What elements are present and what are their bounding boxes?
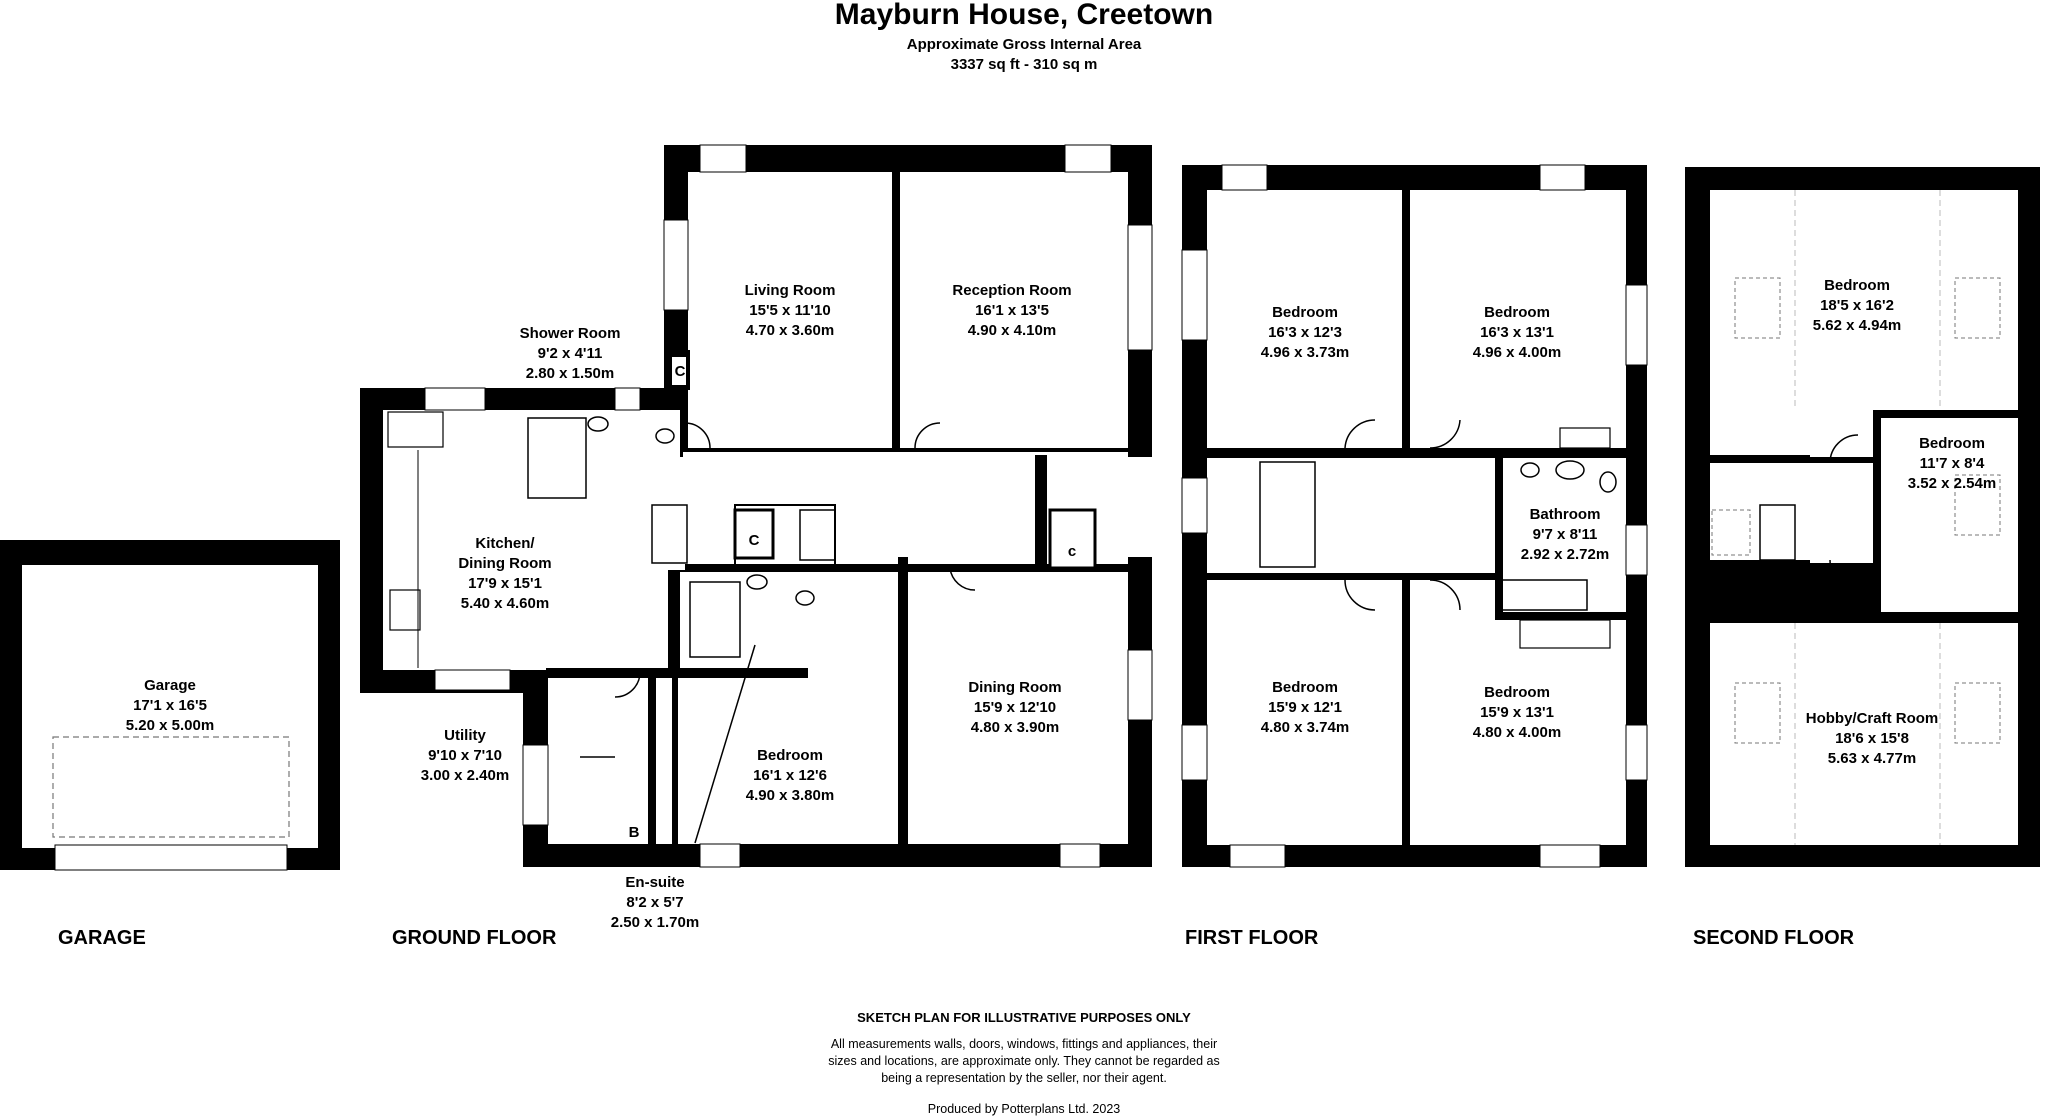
cupboard-marker: C bbox=[749, 532, 760, 549]
room-label-dining-room: Dining Room 15'9 x 12'10 4.80 x 3.90m bbox=[968, 679, 1061, 736]
room-label-ff-bedroom-4: Bedroom 15'9 x 13'1 4.80 x 4.00m bbox=[1473, 684, 1561, 741]
svg-text:Bedroom: Bedroom bbox=[1824, 277, 1890, 294]
svg-text:Living Room: Living Room bbox=[745, 282, 836, 299]
plan-title: Mayburn House, Creetown bbox=[834, 0, 1214, 31]
first-floor-plan bbox=[1181, 164, 1648, 868]
svg-text:5.62 x 4.94m: 5.62 x 4.94m bbox=[1813, 317, 1901, 334]
svg-text:2.92 x 2.72m: 2.92 x 2.72m bbox=[1521, 546, 1609, 563]
svg-text:11'7 x 8'4: 11'7 x 8'4 bbox=[1920, 455, 1985, 472]
svg-text:Bedroom: Bedroom bbox=[1484, 684, 1550, 701]
cupboard-marker: C bbox=[675, 363, 686, 380]
svg-text:Kitchen/: Kitchen/ bbox=[475, 535, 535, 552]
svg-text:15'9 x 13'1: 15'9 x 13'1 bbox=[1480, 704, 1554, 721]
svg-text:4.80 x 4.00m: 4.80 x 4.00m bbox=[1473, 724, 1561, 741]
room-label-shower-room: Shower Room 9'2 x 4'11 2.80 x 1.50m bbox=[520, 325, 621, 382]
disclaimer-title: SKETCH PLAN FOR ILLUSTRATIVE PURPOSES ON… bbox=[857, 1010, 1191, 1025]
producer-credit: Produced by Potterplans Ltd. 2023 bbox=[927, 1102, 1121, 1116]
room-label-sf-bedroom-2: Bedroom 11'7 x 8'4 3.52 x 2.54m bbox=[1908, 435, 1996, 492]
room-label-reception-room: Reception Room 16'1 x 13'5 4.90 x 4.10m bbox=[952, 282, 1071, 339]
room-label-living-room: Living Room 15'5 x 11'10 4.70 x 3.60m bbox=[745, 282, 836, 339]
floor-caption-second: SECOND FLOOR bbox=[1693, 927, 1855, 949]
room-label-ff-bedroom-1: Bedroom 16'3 x 12'3 4.96 x 3.73m bbox=[1261, 304, 1349, 361]
svg-text:9'7 x 8'11: 9'7 x 8'11 bbox=[1533, 526, 1598, 543]
svg-text:5.20 x 5.00m: 5.20 x 5.00m bbox=[126, 717, 214, 734]
svg-text:15'5 x 11'10: 15'5 x 11'10 bbox=[749, 302, 830, 319]
room-label-hobby-craft-room: Hobby/Craft Room 18'6 x 15'8 5.63 x 4.77… bbox=[1806, 710, 1939, 767]
disclaimer-line: All measurements walls, doors, windows, … bbox=[830, 1037, 1218, 1051]
second-floor-plan bbox=[1685, 167, 2040, 867]
svg-text:15'9 x 12'10: 15'9 x 12'10 bbox=[974, 699, 1056, 716]
svg-text:3.52 x 2.54m: 3.52 x 2.54m bbox=[1908, 475, 1996, 492]
room-label-gf-bedroom: Bedroom 16'1 x 12'6 4.90 x 3.80m bbox=[746, 747, 834, 804]
svg-text:16'1 x 12'6: 16'1 x 12'6 bbox=[753, 767, 827, 784]
svg-text:4.90 x 4.10m: 4.90 x 4.10m bbox=[968, 322, 1056, 339]
disclaimer-line: being a representation by the seller, no… bbox=[881, 1071, 1167, 1085]
svg-text:16'3 x 13'1: 16'3 x 13'1 bbox=[1480, 324, 1554, 341]
plan-subtitle: Approximate Gross Internal Area bbox=[906, 36, 1142, 53]
svg-text:Hobby/Craft Room: Hobby/Craft Room bbox=[1806, 710, 1939, 727]
disclaimer-line: sizes and locations, are approximate onl… bbox=[828, 1054, 1220, 1068]
svg-text:Bedroom: Bedroom bbox=[1272, 679, 1338, 696]
room-label-ensuite: En-suite 8'2 x 5'7 2.50 x 1.70m bbox=[611, 874, 699, 931]
gross-area: 3337 sq ft - 310 sq m bbox=[950, 56, 1098, 73]
room-label-bathroom: Bathroom 9'7 x 8'11 2.92 x 2.72m bbox=[1521, 506, 1609, 563]
svg-text:Bathroom: Bathroom bbox=[1530, 506, 1601, 523]
svg-text:Shower Room: Shower Room bbox=[520, 325, 621, 342]
svg-text:4.80 x 3.74m: 4.80 x 3.74m bbox=[1261, 719, 1349, 736]
floor-caption-ground: GROUND FLOOR bbox=[392, 927, 557, 949]
svg-text:4.70 x 3.60m: 4.70 x 3.60m bbox=[746, 322, 834, 339]
disclaimer-text: All measurements walls, doors, windows, … bbox=[0, 1036, 2048, 1087]
floor-caption-garage: GARAGE bbox=[58, 927, 146, 949]
svg-text:4.90 x 3.80m: 4.90 x 3.80m bbox=[746, 787, 834, 804]
svg-text:Bedroom: Bedroom bbox=[1272, 304, 1338, 321]
svg-text:18'5 x 16'2: 18'5 x 16'2 bbox=[1820, 297, 1894, 314]
svg-text:4.80 x 3.90m: 4.80 x 3.90m bbox=[971, 719, 1059, 736]
svg-text:4.96 x 4.00m: 4.96 x 4.00m bbox=[1473, 344, 1561, 361]
floor-caption-first: FIRST FLOOR bbox=[1185, 927, 1319, 949]
svg-text:3.00 x 2.40m: 3.00 x 2.40m bbox=[421, 767, 509, 784]
room-label-sf-bedroom-1: Bedroom 18'5 x 16'2 5.62 x 4.94m bbox=[1813, 277, 1901, 334]
svg-text:2.50 x 1.70m: 2.50 x 1.70m bbox=[611, 914, 699, 931]
svg-text:Dining Room: Dining Room bbox=[458, 555, 551, 572]
room-label-garage: Garage 17'1 x 16'5 5.20 x 5.00m bbox=[126, 677, 214, 734]
svg-text:16'3 x 12'3: 16'3 x 12'3 bbox=[1268, 324, 1342, 341]
svg-text:Utility: Utility bbox=[444, 727, 486, 744]
svg-text:Dining Room: Dining Room bbox=[968, 679, 1061, 696]
boiler-marker: B bbox=[629, 824, 640, 841]
svg-text:17'1 x 16'5: 17'1 x 16'5 bbox=[133, 697, 207, 714]
svg-text:Garage: Garage bbox=[144, 677, 196, 694]
room-label-ff-bedroom-2: Bedroom 16'3 x 13'1 4.96 x 4.00m bbox=[1473, 304, 1561, 361]
room-label-ff-bedroom-3: Bedroom 15'9 x 12'1 4.80 x 3.74m bbox=[1261, 679, 1349, 736]
svg-text:Reception Room: Reception Room bbox=[952, 282, 1071, 299]
svg-text:9'10 x 7'10: 9'10 x 7'10 bbox=[428, 747, 502, 764]
svg-text:En-suite: En-suite bbox=[625, 874, 684, 891]
svg-text:15'9 x 12'1: 15'9 x 12'1 bbox=[1268, 699, 1342, 716]
svg-text:8'2 x 5'7: 8'2 x 5'7 bbox=[626, 894, 683, 911]
svg-text:5.63 x 4.77m: 5.63 x 4.77m bbox=[1828, 750, 1916, 767]
garage-door-outline bbox=[52, 736, 290, 838]
svg-text:16'1 x 13'5: 16'1 x 13'5 bbox=[975, 302, 1049, 319]
garage-plan bbox=[0, 540, 340, 871]
svg-text:Bedroom: Bedroom bbox=[757, 747, 823, 764]
room-label-utility: Utility 9'10 x 7'10 3.00 x 2.40m bbox=[421, 727, 509, 784]
ground-floor-plan bbox=[360, 144, 1153, 868]
svg-text:18'6 x 15'8: 18'6 x 15'8 bbox=[1835, 730, 1909, 747]
svg-text:9'2 x 4'11: 9'2 x 4'11 bbox=[538, 345, 603, 362]
cupboard-marker-small: c bbox=[1068, 543, 1076, 560]
svg-text:Bedroom: Bedroom bbox=[1484, 304, 1550, 321]
room-label-kitchen-dining: Kitchen/ Dining Room 17'9 x 15'1 5.40 x … bbox=[458, 535, 551, 612]
svg-text:2.80 x 1.50m: 2.80 x 1.50m bbox=[526, 365, 614, 382]
svg-text:4.96 x 3.73m: 4.96 x 3.73m bbox=[1261, 344, 1349, 361]
svg-text:Bedroom: Bedroom bbox=[1919, 435, 1985, 452]
svg-text:17'9 x 15'1: 17'9 x 15'1 bbox=[468, 575, 542, 592]
svg-text:5.40 x 4.60m: 5.40 x 4.60m bbox=[461, 595, 549, 612]
